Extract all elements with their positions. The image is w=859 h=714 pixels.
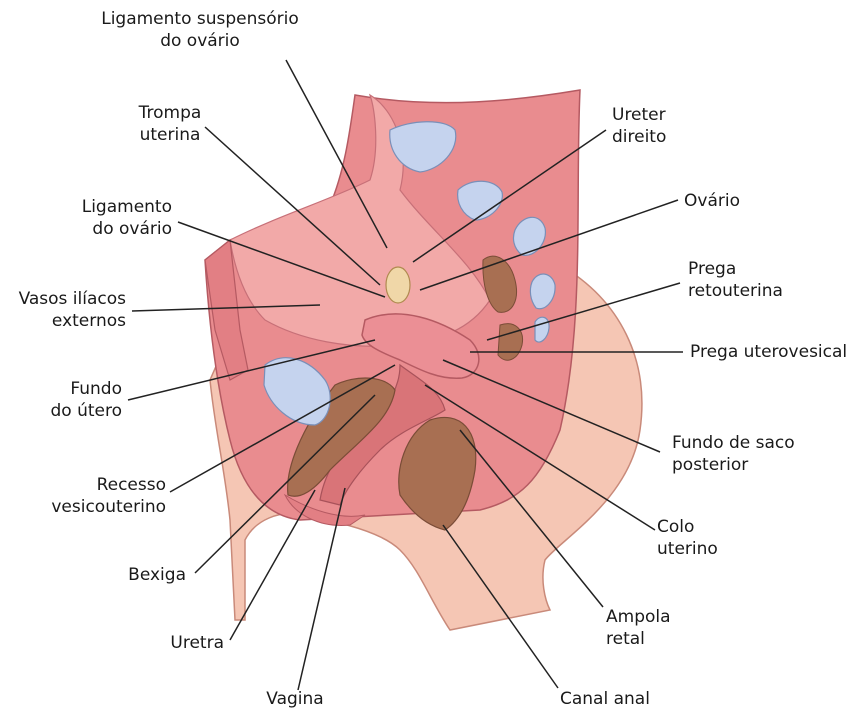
label-prega-retouterina: Prega retouterina	[688, 258, 818, 302]
label-recesso: Recesso vesicouterino	[20, 474, 166, 518]
label-ampola-line2: retal	[606, 628, 706, 650]
label-fundo-saco-line1: Fundo de saco	[672, 432, 822, 454]
label-ureter: Ureter direito	[612, 104, 732, 148]
label-trompa: Trompa uterina	[120, 102, 220, 146]
label-prega-retouterina-line2: retouterina	[688, 280, 818, 302]
label-ampola-line1: Ampola	[606, 606, 706, 628]
label-recesso-line2: vesicouterino	[20, 496, 166, 518]
label-fundo-utero-line1: Fundo	[10, 378, 122, 400]
label-recesso-line1: Recesso	[20, 474, 166, 496]
label-prega-retouterina-line1: Prega	[688, 258, 818, 280]
label-bexiga-text: Bexiga	[90, 564, 186, 586]
ovary-shape	[386, 267, 410, 303]
label-ovario-text: Ovário	[684, 190, 784, 212]
label-vagina-text: Vagina	[240, 688, 350, 710]
label-ureter-line1: Ureter	[612, 104, 732, 126]
label-vasos: Vasos ilíacos externos	[4, 288, 126, 332]
label-fundo-saco-line2: posterior	[672, 454, 822, 476]
label-fundo-utero: Fundo do útero	[10, 378, 122, 422]
label-colo-line1: Colo	[657, 516, 757, 538]
label-bexiga: Bexiga	[90, 564, 186, 586]
label-vasos-line1: Vasos ilíacos	[4, 288, 126, 310]
label-prega-uterovesical-text: Prega uterovesical	[690, 341, 856, 363]
label-ligamento-suspensorio: Ligamento suspensório do ovário	[90, 8, 310, 52]
label-ureter-line2: direito	[612, 126, 732, 148]
label-fundo-utero-line2: do útero	[10, 400, 122, 422]
label-trompa-line1: Trompa	[120, 102, 220, 124]
label-ligamento-suspensorio-line2: do ovário	[90, 30, 310, 52]
label-ligamento-ovario: Ligamento do ovário	[50, 196, 172, 240]
label-vagina: Vagina	[240, 688, 350, 710]
label-trompa-line2: uterina	[120, 124, 220, 146]
label-colo: Colo uterino	[657, 516, 757, 560]
label-uretra-text: Uretra	[120, 632, 224, 654]
label-ovario: Ovário	[684, 190, 784, 212]
label-ligamento-ovario-line2: do ovário	[50, 218, 172, 240]
label-colo-line2: uterino	[657, 538, 757, 560]
label-uretra: Uretra	[120, 632, 224, 654]
label-canal-anal: Canal anal	[560, 688, 680, 710]
label-canal-anal-text: Canal anal	[560, 688, 680, 710]
label-ligamento-ovario-line1: Ligamento	[50, 196, 172, 218]
label-ligamento-suspensorio-line1: Ligamento suspensório	[90, 8, 310, 30]
label-prega-uterovesical: Prega uterovesical	[690, 341, 856, 363]
label-fundo-saco: Fundo de saco posterior	[672, 432, 822, 476]
label-ampola: Ampola retal	[606, 606, 706, 650]
label-vasos-line2: externos	[4, 310, 126, 332]
